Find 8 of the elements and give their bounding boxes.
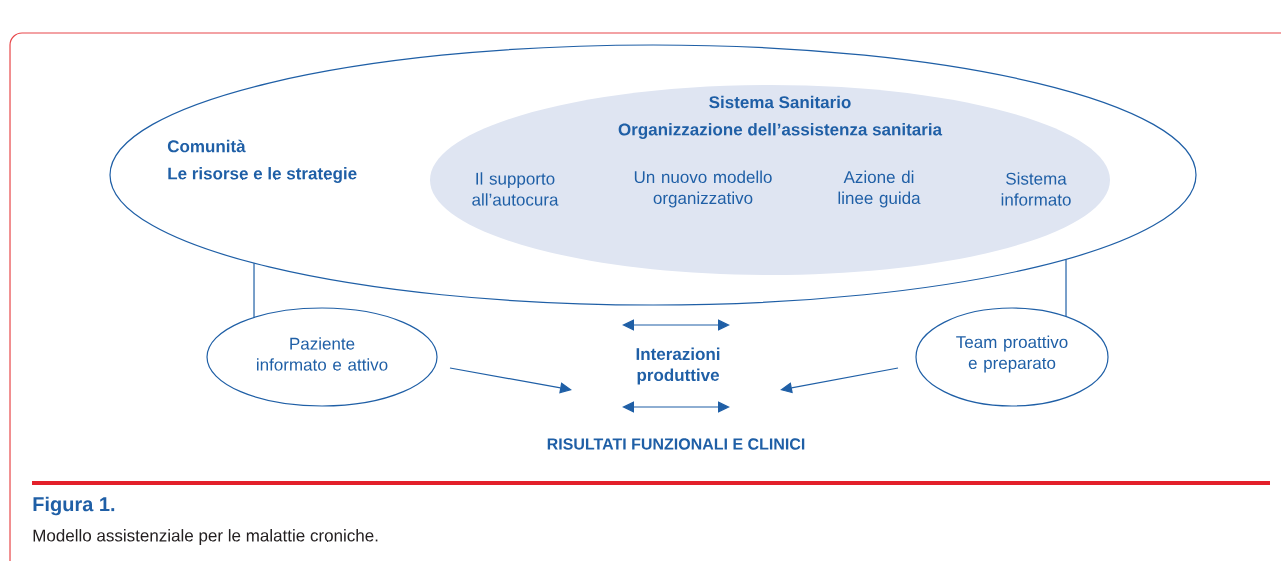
connector-line	[253, 262, 255, 319]
arrow	[449, 367, 572, 394]
arrow	[780, 367, 899, 394]
figure-title: Figura 1.	[33, 496, 115, 516]
outcome-label: RISULTATI FUNZIONALI E CLINICI	[547, 438, 805, 450]
connector-line	[1065, 258, 1067, 318]
bold-text: Interazioni produttive	[636, 347, 720, 385]
figure-caption: Modello assistenziale per le malattie croniche.	[33, 529, 378, 545]
